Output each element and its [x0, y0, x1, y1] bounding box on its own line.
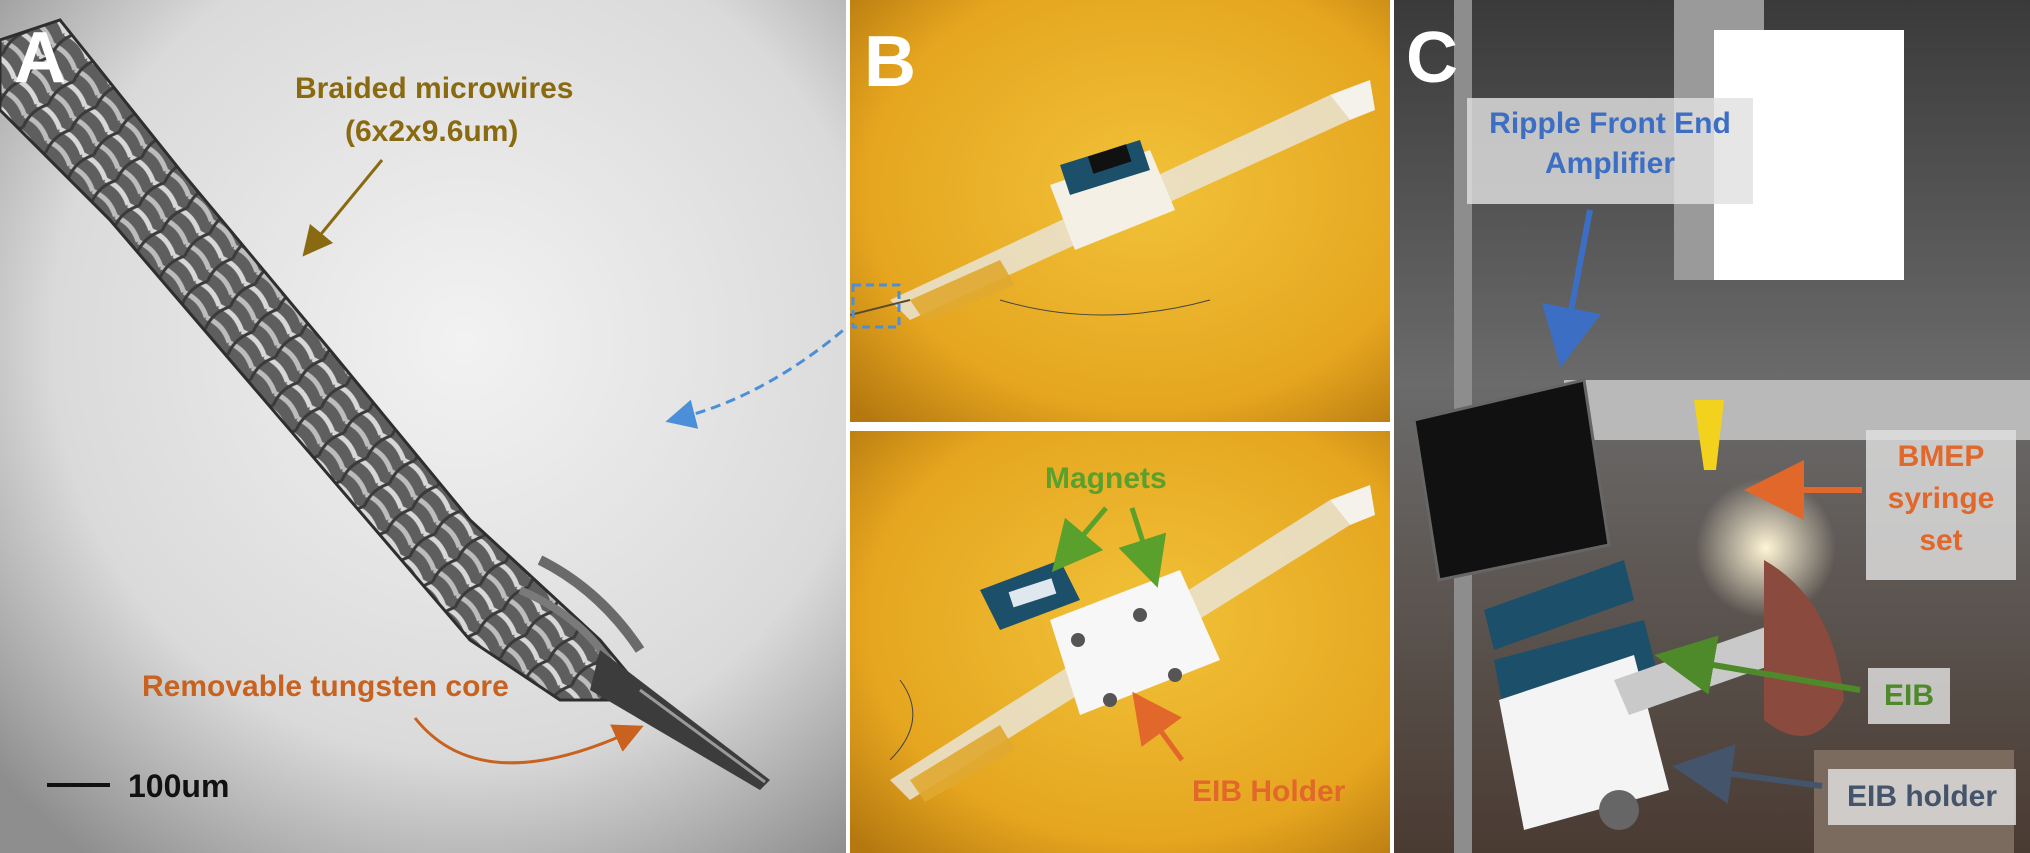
amplifier-label-line1: Ripple Front End — [1489, 107, 1731, 140]
bmep-label-line1: BMEP — [1897, 440, 1985, 473]
bmep-label-line3: set — [1919, 524, 1963, 557]
amplifier-arrow — [1542, 209, 1602, 368]
zoom-region-box — [851, 283, 901, 329]
bmep-label-box: BMEP syringe set — [1866, 430, 2016, 580]
braided-probe-photo — [0, 0, 846, 853]
magnet-arrow-right — [1118, 507, 1167, 588]
eib-arrow — [1654, 635, 1861, 695]
zoom-link-arrow — [665, 325, 846, 429]
eib-holder-arrow-c — [1672, 744, 1823, 804]
braided-microwires-dims: (6x2x9.6um) — [345, 115, 519, 148]
scale-bar-label: 100um — [128, 768, 230, 804]
eib-holder-label-b: EIB Holder — [1192, 775, 1346, 808]
bottom-syringe-assembly — [889, 485, 1375, 802]
amplifier-label-box: Ripple Front End Amplifier — [1467, 98, 1753, 204]
tungsten-arrow — [413, 717, 644, 765]
panel-c-photo: C Ripple Front End Amplifier BMEP syring… — [1394, 0, 2030, 853]
eib-holder-label-box: EIB holder — [1828, 769, 2016, 825]
panel-b-letter: B — [864, 22, 916, 102]
panel-a-letter: A — [14, 18, 66, 98]
braided-arrow — [302, 159, 384, 257]
eib-holder-arrow — [1132, 691, 1185, 762]
eib-label: EIB — [1883, 679, 1934, 712]
panel-b-annotation-arrows — [1051, 506, 1185, 762]
panel-a-annotation-arrows — [47, 159, 846, 787]
panel-b-photos: B Magnets EIB Holder — [850, 0, 1390, 853]
eib-holder-label-c: EIB holder — [1846, 780, 1997, 813]
braided-microwires-label: Braided microwires — [295, 72, 574, 105]
panel-a-microscope-image: A Braided microwires (6x2x9.6um) Removab… — [0, 0, 846, 853]
syringe-photos — [850, 0, 1390, 853]
amplifier-label-line2: Amplifier — [1544, 147, 1676, 180]
tungsten-core-label: Removable tungsten core — [142, 670, 509, 703]
magnets-label: Magnets — [1045, 462, 1167, 495]
eib-label-box: EIB — [1868, 668, 1950, 724]
top-syringe-assembly — [850, 80, 1375, 322]
bmep-label-line2: syringe — [1887, 482, 1995, 515]
panel-c-letter: C — [1406, 18, 1458, 98]
panel-c-annotation-arrows — [1542, 209, 1862, 804]
magnet-arrow-left — [1051, 506, 1108, 573]
